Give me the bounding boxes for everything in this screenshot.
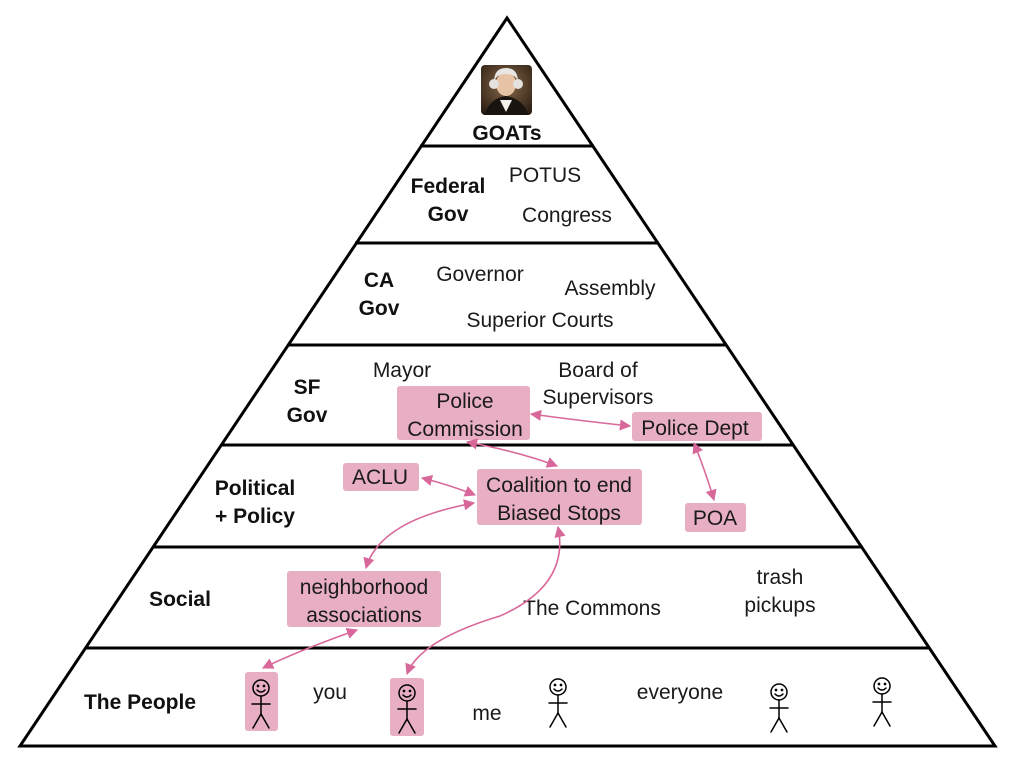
pyramid-triangle: [17, 15, 998, 748]
node-neighborhood-line1: neighborhood: [300, 576, 428, 599]
police-dept-box: [632, 412, 762, 441]
tier-people: The People: [84, 691, 196, 714]
police-commission-box: [397, 386, 530, 440]
node-commons: The Commons: [523, 597, 661, 620]
connectors: [261, 409, 717, 676]
node-coalition-line1: Coalition to end: [486, 474, 632, 497]
coalition-box: [477, 469, 642, 525]
connector-neighborhood-you: [261, 628, 359, 669]
node-superior-courts: Superior Courts: [466, 309, 613, 332]
tier-political-line1: Political: [215, 477, 296, 500]
node-coalition-line2: Biased Stops: [497, 502, 621, 525]
tier-labels: GOATs Federal Gov CA Gov SF Gov Politica…: [84, 122, 542, 714]
node-police-commission-line1: Police: [436, 390, 493, 413]
tier-federal-line1: Federal: [411, 175, 486, 198]
neighborhood-box: [287, 571, 441, 627]
node-board-line1: Board of: [558, 359, 638, 382]
stick-figure-icon: [251, 679, 271, 729]
george-washington-portrait-icon: [481, 65, 532, 115]
connector-commission-dept: [529, 409, 632, 431]
node-me: me: [472, 702, 501, 725]
stick-figure-icon: [769, 683, 789, 733]
node-poa: POA: [693, 507, 737, 530]
aclu-box: [343, 463, 419, 491]
node-you: you: [313, 681, 347, 704]
poa-box: [685, 503, 746, 532]
node-labels: POTUS Congress Governor Assembly Superio…: [300, 164, 816, 725]
connector-coalition-me: [405, 525, 566, 676]
node-neighborhood-line2: associations: [306, 604, 422, 627]
node-trash-line1: trash: [757, 566, 804, 589]
connector-aclu-coalition: [420, 475, 477, 497]
people-figures: [251, 677, 892, 734]
stick-figure-icon: [548, 678, 568, 728]
tier-federal-line2: Gov: [428, 203, 469, 226]
node-governor: Governor: [436, 263, 524, 286]
stick-figure-icon: [872, 677, 892, 727]
node-congress: Congress: [522, 204, 612, 227]
node-everyone: everyone: [637, 681, 723, 704]
node-assembly: Assembly: [564, 277, 656, 300]
node-trash-line2: pickups: [744, 594, 815, 617]
tier-social: Social: [149, 588, 211, 611]
tier-ca-line1: CA: [364, 269, 394, 292]
tier-sf-line2: Gov: [287, 404, 328, 427]
tier-ca-line2: Gov: [359, 297, 400, 320]
node-board-line2: Supervisors: [543, 386, 654, 409]
node-potus: POTUS: [509, 164, 581, 187]
node-aclu: ACLU: [352, 466, 408, 489]
connector-coalition-neighborhood: [363, 499, 476, 570]
tier-sf-line1: SF: [294, 376, 321, 399]
node-police-dept: Police Dept: [641, 417, 749, 440]
node-police-commission-line2: Commission: [407, 418, 523, 441]
tier-political-line2: + Policy: [215, 505, 295, 528]
connector-dept-poa: [692, 441, 717, 502]
tier-goats: GOATs: [472, 122, 541, 145]
node-mayor: Mayor: [373, 359, 431, 382]
stick-figure-icon: [397, 684, 417, 734]
connector-commission-coalition: [465, 438, 559, 468]
